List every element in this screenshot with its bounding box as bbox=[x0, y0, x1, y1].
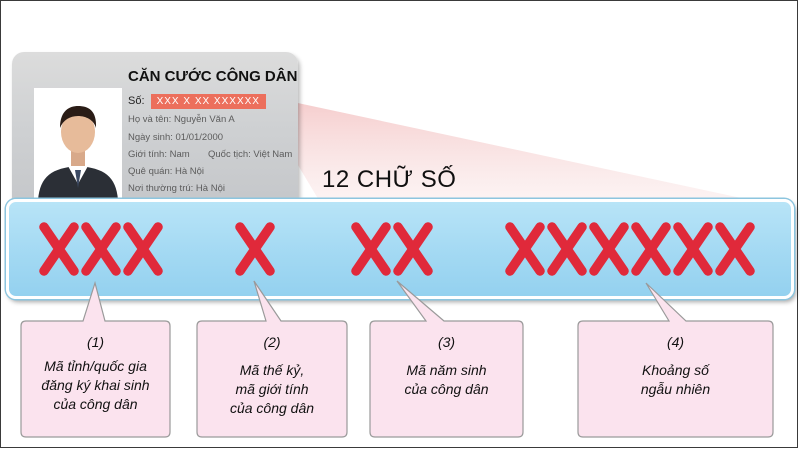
portrait-photo bbox=[34, 88, 122, 200]
x-mark-icon bbox=[673, 222, 713, 276]
card-number-label: Số: bbox=[128, 95, 145, 107]
callout-3 bbox=[369, 280, 524, 438]
digit-group-1 bbox=[35, 218, 163, 280]
card-hometown-line: Quê quán: Hà Nội bbox=[128, 166, 205, 177]
callout-2-line-1: Mã thế kỷ, bbox=[239, 362, 305, 378]
callout-4-number: (4) bbox=[666, 334, 685, 350]
digit-group-3 bbox=[347, 218, 433, 280]
x-mark-icon bbox=[123, 222, 163, 276]
card-name-line: Họ và tên: Nguyễn Văn A bbox=[128, 114, 235, 125]
card-nationality-line: Quốc tịch: Việt Nam bbox=[208, 149, 293, 160]
x-mark-icon bbox=[505, 222, 545, 276]
digits-title: 12 CHỮ SỐ bbox=[322, 166, 457, 193]
card-residence-line: Nơi thường trú: Hà Nội bbox=[128, 183, 225, 194]
callout-4 bbox=[577, 282, 774, 438]
callout-2-text: Mã thế kỷ, mã giới tính của công dân bbox=[197, 361, 347, 418]
card-title: CĂN CƯỚC CÔNG DÂN bbox=[128, 68, 298, 85]
callout-4-line-2: ngẫu nhiên bbox=[640, 381, 711, 397]
callout-1-number: (1) bbox=[86, 334, 105, 350]
x-mark-icon bbox=[351, 222, 391, 276]
x-mark-icon bbox=[715, 222, 755, 276]
callout-1-line-3: của công dân bbox=[53, 396, 138, 412]
callout-1-line-2: đăng ký khai sinh bbox=[41, 377, 150, 393]
x-mark-icon bbox=[235, 222, 275, 276]
callout-1-text: Mã tỉnh/quốc gia đăng ký khai sinh của c… bbox=[21, 357, 170, 414]
callout-3-line-1: Mã năm sinh bbox=[406, 362, 487, 378]
x-mark-icon bbox=[589, 222, 629, 276]
card-sex-line: Giới tính: Nam bbox=[128, 149, 190, 160]
card-number-row: Số: XXX X XX XXXXXX bbox=[128, 94, 266, 109]
person-icon bbox=[34, 88, 122, 200]
callout-1 bbox=[20, 280, 171, 438]
card-number-value: XXX X XX XXXXXX bbox=[150, 94, 266, 109]
x-mark-icon bbox=[39, 222, 79, 276]
callout-3-line-2: của công dân bbox=[404, 381, 489, 397]
x-mark-icon bbox=[631, 222, 671, 276]
x-mark-icon bbox=[547, 222, 587, 276]
x-mark-icon bbox=[393, 222, 433, 276]
callout-1-line-1: Mã tỉnh/quốc gia bbox=[44, 358, 147, 374]
callout-4-text: Khoảng số ngẫu nhiên bbox=[578, 361, 773, 399]
callout-2 bbox=[196, 280, 348, 438]
callout-2-line-3: của công dân bbox=[229, 400, 315, 416]
id-card: CĂN CƯỚC CÔNG DÂN Số: XXX X XX XXXXXX Họ… bbox=[12, 52, 298, 212]
callout-3-number: (3) bbox=[437, 334, 456, 350]
digits-band bbox=[6, 199, 794, 299]
callout-4-line-1: Khoảng số bbox=[642, 362, 709, 378]
card-dob-line: Ngày sinh: 01/01/2000 bbox=[128, 132, 224, 143]
digit-group-2 bbox=[231, 218, 275, 280]
callout-2-line-2: mã giới tính bbox=[235, 381, 309, 397]
digit-group-4 bbox=[501, 218, 755, 280]
callout-3-text: Mã năm sinh của công dân bbox=[370, 361, 523, 399]
x-mark-icon bbox=[81, 222, 121, 276]
callout-2-number: (2) bbox=[263, 334, 281, 350]
